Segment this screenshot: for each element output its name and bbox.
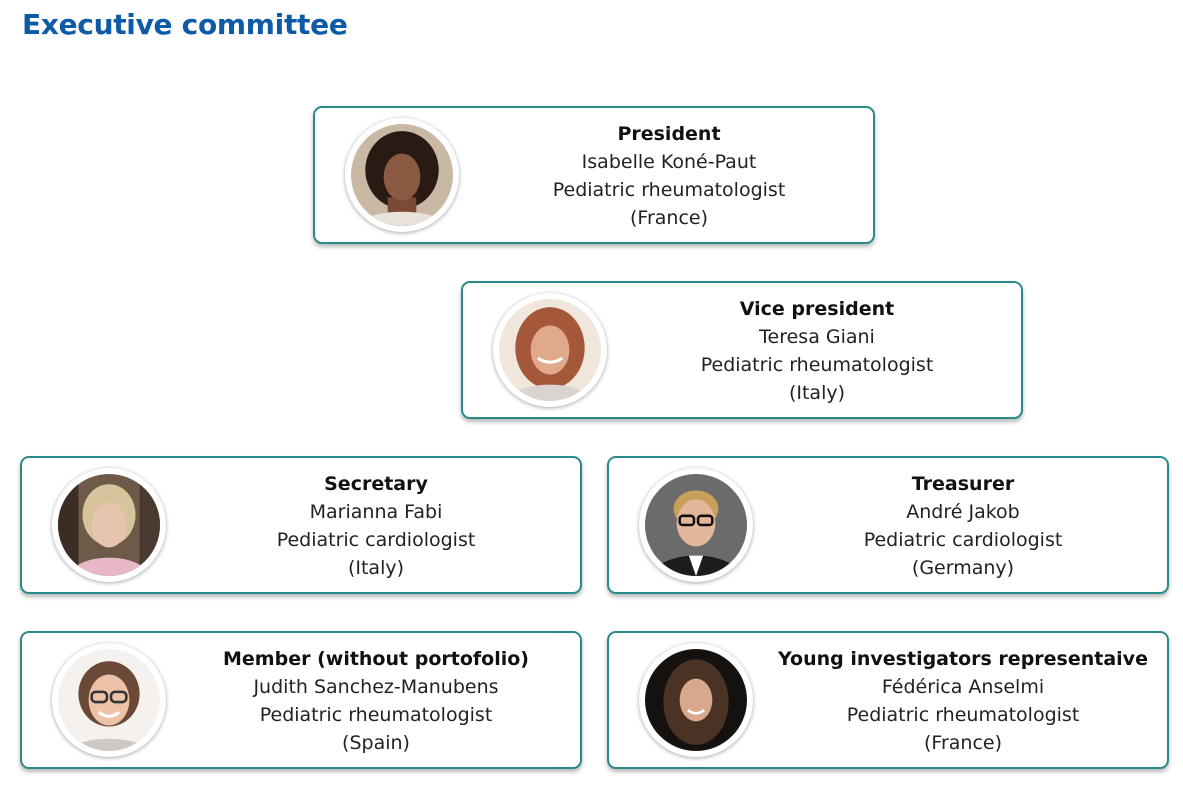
page-title: Executive committee bbox=[22, 8, 348, 41]
member-info: Young investigators representaive Fédéri… bbox=[759, 645, 1167, 757]
member-specialty: Pediatric cardiologist bbox=[863, 529, 1063, 551]
avatar-photo bbox=[639, 468, 753, 582]
member-specialty: Pediatric rheumatologist bbox=[700, 354, 934, 376]
member-card-secretary: Secretary Marianna Fabi Pediatric cardio… bbox=[20, 456, 582, 594]
member-country: (Germany) bbox=[911, 557, 1015, 579]
member-specialty: Pediatric cardiologist bbox=[276, 529, 476, 551]
member-specialty: Pediatric rheumatologist bbox=[552, 179, 786, 201]
member-role: Member (without portofolio) bbox=[223, 648, 529, 670]
member-name: André Jakob bbox=[906, 501, 1020, 523]
member-name: Fédérica Anselmi bbox=[881, 676, 1045, 698]
avatar-photo bbox=[52, 643, 166, 757]
member-name: Teresa Giani bbox=[759, 326, 875, 348]
member-country: (Italy) bbox=[788, 382, 846, 404]
member-info: Member (without portofolio) Judith Sanch… bbox=[172, 645, 580, 757]
member-country: (France) bbox=[629, 207, 708, 229]
member-name: Isabelle Koné-Paut bbox=[581, 151, 757, 173]
member-role: Vice president bbox=[739, 298, 895, 320]
member-info: Secretary Marianna Fabi Pediatric cardio… bbox=[172, 470, 580, 582]
member-info: President Isabelle Koné-Paut Pediatric r… bbox=[465, 120, 873, 232]
member-name: Marianna Fabi bbox=[309, 501, 443, 523]
member-card-member: Member (without portofolio) Judith Sanch… bbox=[20, 631, 582, 769]
member-country: (Spain) bbox=[342, 732, 410, 754]
avatar-photo bbox=[345, 118, 459, 232]
member-country: (France) bbox=[923, 732, 1002, 754]
member-name: Judith Sanchez-Manubens bbox=[253, 676, 499, 698]
member-info: Treasurer André Jakob Pediatric cardiolo… bbox=[759, 470, 1167, 582]
member-role: Secretary bbox=[324, 473, 428, 495]
member-role: Treasurer bbox=[911, 473, 1015, 495]
member-country: (Italy) bbox=[347, 557, 405, 579]
avatar-photo bbox=[52, 468, 166, 582]
member-role: Young investigators representaive bbox=[778, 648, 1148, 670]
member-card-young-investigators: Young investigators representaive Fédéri… bbox=[607, 631, 1169, 769]
member-card-treasurer: Treasurer André Jakob Pediatric cardiolo… bbox=[607, 456, 1169, 594]
member-info: Vice president Teresa Giani Pediatric rh… bbox=[613, 295, 1021, 407]
member-specialty: Pediatric rheumatologist bbox=[846, 704, 1080, 726]
avatar-photo bbox=[493, 293, 607, 407]
member-card-president: President Isabelle Koné-Paut Pediatric r… bbox=[313, 106, 875, 244]
member-specialty: Pediatric rheumatologist bbox=[259, 704, 493, 726]
avatar-photo bbox=[639, 643, 753, 757]
member-role: President bbox=[617, 123, 721, 145]
member-card-vice-president: Vice president Teresa Giani Pediatric rh… bbox=[461, 281, 1023, 419]
